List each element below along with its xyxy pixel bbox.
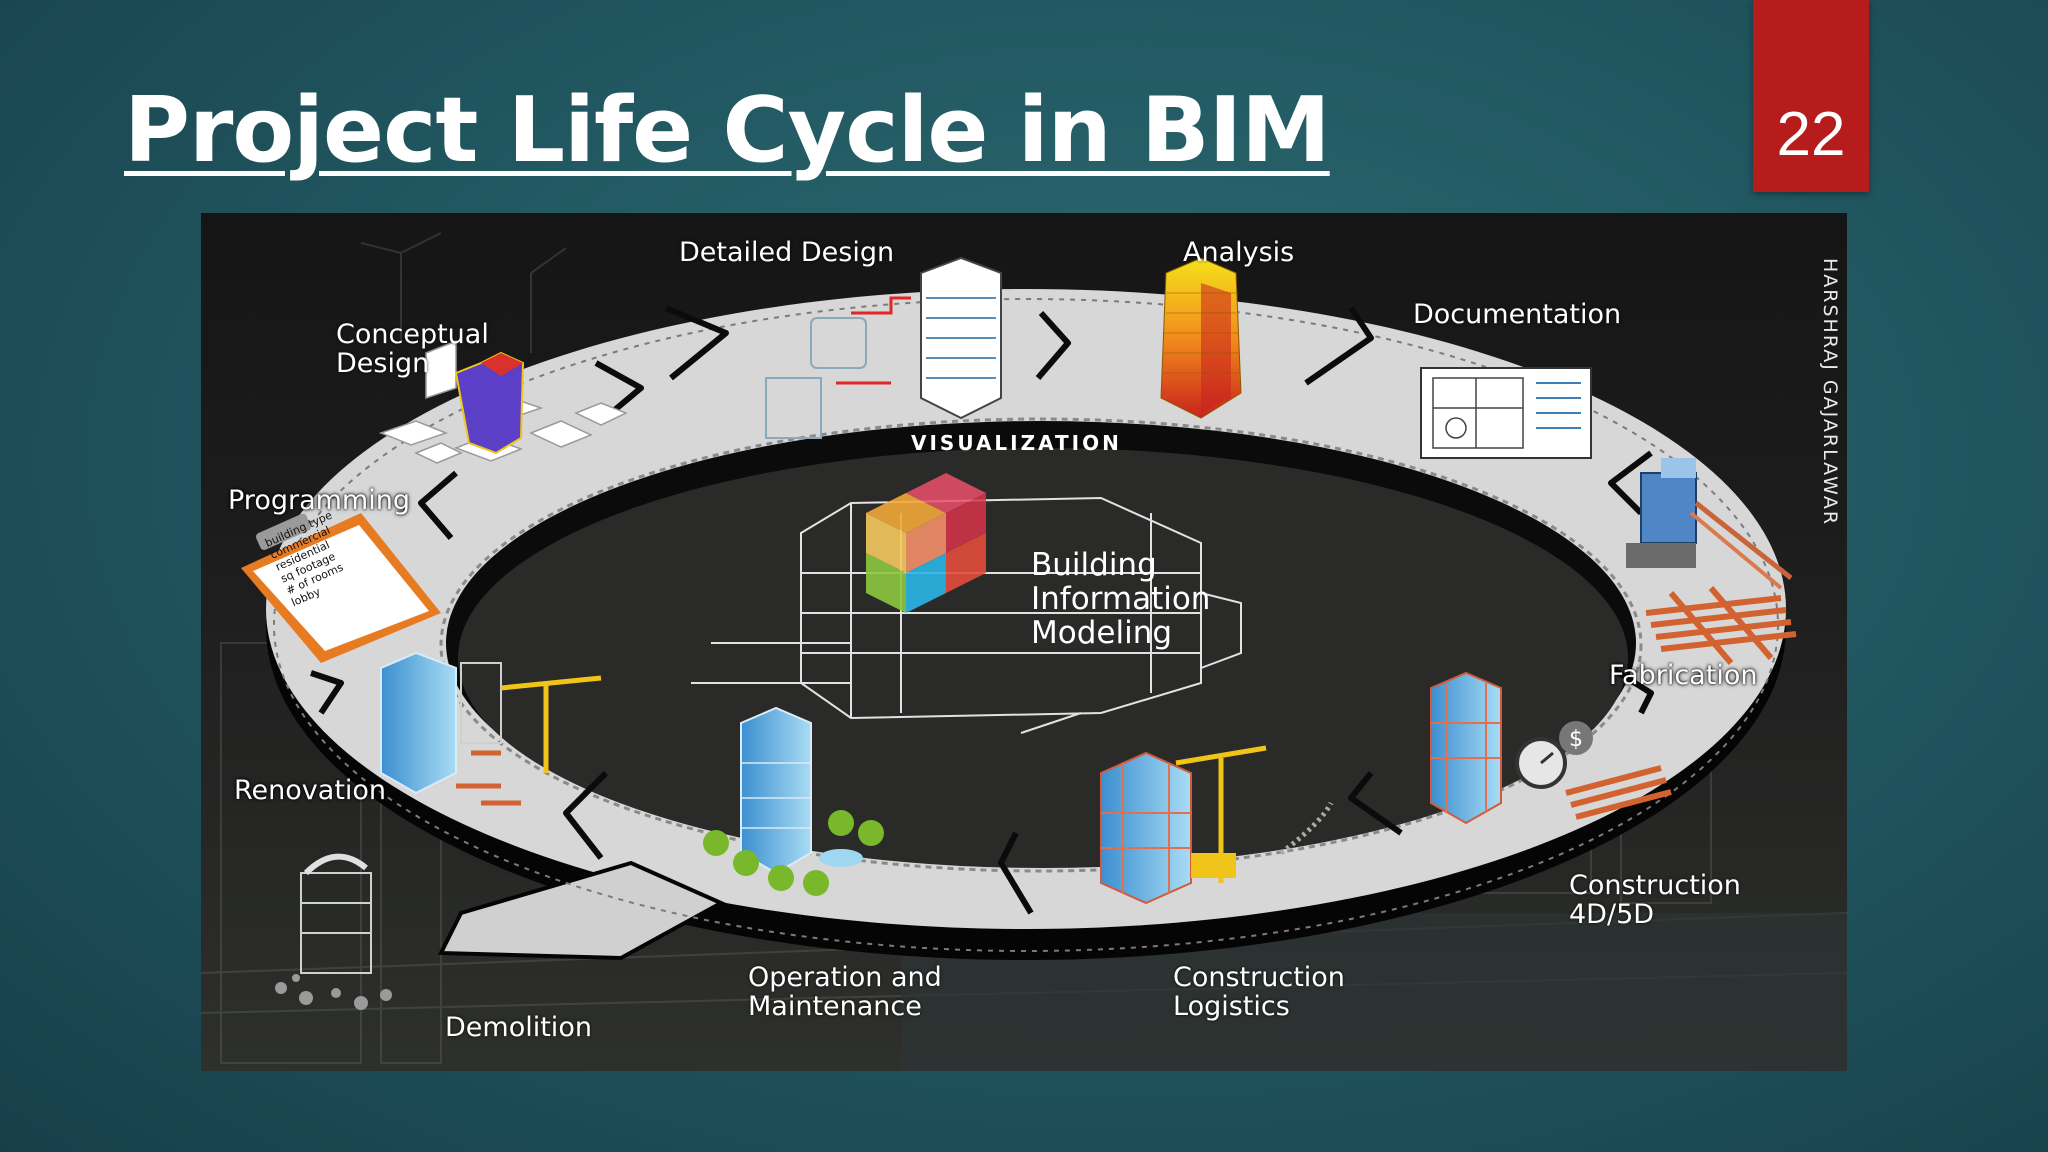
bim-center-label: Building Information Modeling: [1031, 547, 1211, 651]
ring-arrow-tail: [437, 860, 726, 961]
fabrication-beams: [1645, 586, 1797, 665]
demolition-building: [275, 853, 392, 1010]
author-credit: HARSHRAJ GAJARLAWAR: [1819, 258, 1841, 527]
stage-label-operation-maintenance: Operation and Maintenance: [748, 962, 942, 1022]
stage-label-detailed-design: Detailed Design: [679, 237, 895, 268]
bim-logo-cubes: [866, 473, 986, 613]
segment-dividers: [310, 305, 1654, 915]
bim-lifecycle-diagram: $: [201, 213, 1847, 1071]
stage-label-documentation: Documentation: [1413, 299, 1622, 330]
stage-label-construction-4d5d: Construction 4D/5D: [1569, 870, 1741, 930]
visualization-label: VISUALIZATION: [911, 431, 1122, 455]
slide-title: Project Life Cycle in BIM: [124, 78, 1331, 183]
detailed-design-tower: [765, 256, 1002, 439]
svg-text:$: $: [1569, 727, 1583, 752]
stage-label-renovation: Renovation: [234, 775, 387, 806]
documentation-drawing: [1420, 367, 1592, 459]
stage-label-conceptual-design: Conceptual Design: [336, 319, 489, 379]
stage-label-programming: Programming: [228, 485, 410, 516]
analysis-tower: [1160, 257, 1242, 419]
stage-label-construction-logistics: Construction Logistics: [1173, 962, 1345, 1022]
operation-maintenance-building: [703, 706, 884, 896]
construction-logistics-site: [1100, 745, 1334, 905]
ring-inner-zigzag: [439, 417, 1643, 873]
diagram-artwork: $: [201, 213, 1847, 1071]
programming-clipboard: [241, 513, 441, 663]
fabrication-machine: [1626, 458, 1793, 590]
stage-label-demolition: Demolition: [445, 1012, 592, 1043]
stage-label-analysis: Analysis: [1183, 237, 1295, 268]
page-number: 22: [1776, 100, 1846, 169]
stage-label-fabrication: Fabrication: [1609, 660, 1758, 691]
construction-4d5d-building: $: [1430, 671, 1672, 825]
renovation-building: [380, 651, 602, 806]
page-number-badge: 22: [1753, 0, 1869, 192]
